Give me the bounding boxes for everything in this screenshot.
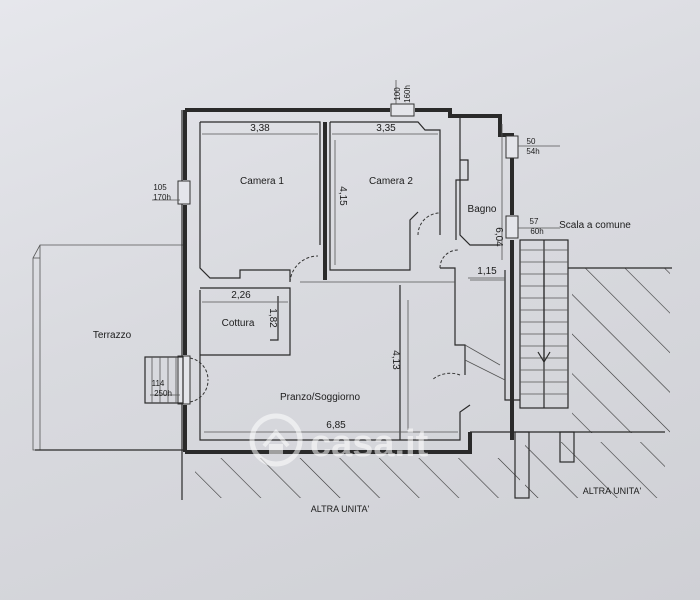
dim-bagno-width: 1,15 (477, 266, 497, 277)
dim-cottura-height: 1,82 (267, 308, 278, 328)
terrace-outline (32, 244, 185, 451)
opening-top-a: 100 (393, 87, 402, 101)
house-logo-icon (249, 413, 303, 467)
label-altra-unita-left: ALTRA UNITA' (311, 504, 370, 514)
opening-door-b: 250h (154, 389, 172, 398)
interior-walls (199, 116, 520, 441)
dim-soggiorno-height: 4,13 (390, 350, 401, 370)
room-cottura: Cottura (222, 318, 255, 329)
dimension-lines (150, 80, 560, 433)
opening-right2-a: 57 (530, 217, 539, 226)
opening-left-b: 170h (153, 193, 171, 202)
opening-door-a: 114 (152, 379, 165, 388)
dim-bagno-height: 6,04 (493, 227, 504, 247)
room-camera2: Camera 2 (369, 176, 413, 187)
room-terrazzo: Terrazzo (93, 330, 132, 341)
dim-cottura-width: 2,26 (231, 290, 251, 301)
opening-right-a: 50 (527, 137, 536, 146)
opening-right-b: 54h (526, 147, 539, 156)
dim-c2-width: 3,35 (376, 123, 396, 134)
dim-c1-width: 3,38 (250, 123, 270, 134)
hatch-altra-right (572, 268, 670, 433)
dim-soggiorno-width: 6,85 (326, 420, 346, 431)
label-altra-unita-right: ALTRA UNITA' (583, 486, 642, 496)
hatch-altra-bottom-right (525, 442, 665, 498)
watermark: casa.it (249, 413, 429, 467)
opening-top-b: 160h (403, 85, 412, 103)
door-swings (189, 212, 461, 403)
opening-left-a: 105 (153, 183, 167, 192)
room-camera1: Camera 1 (240, 176, 284, 187)
hatch-altra-left (195, 458, 520, 498)
room-soggiorno: Pranzo/Soggiorno (280, 392, 360, 403)
opening-right2-b: 60h (530, 227, 543, 236)
dim-c2-height: 4,15 (337, 186, 348, 206)
label-scala-comune: Scala a comune (559, 220, 631, 231)
watermark-text: casa.it (310, 423, 429, 465)
window-markers (177, 103, 519, 405)
room-bagno: Bagno (468, 204, 497, 215)
